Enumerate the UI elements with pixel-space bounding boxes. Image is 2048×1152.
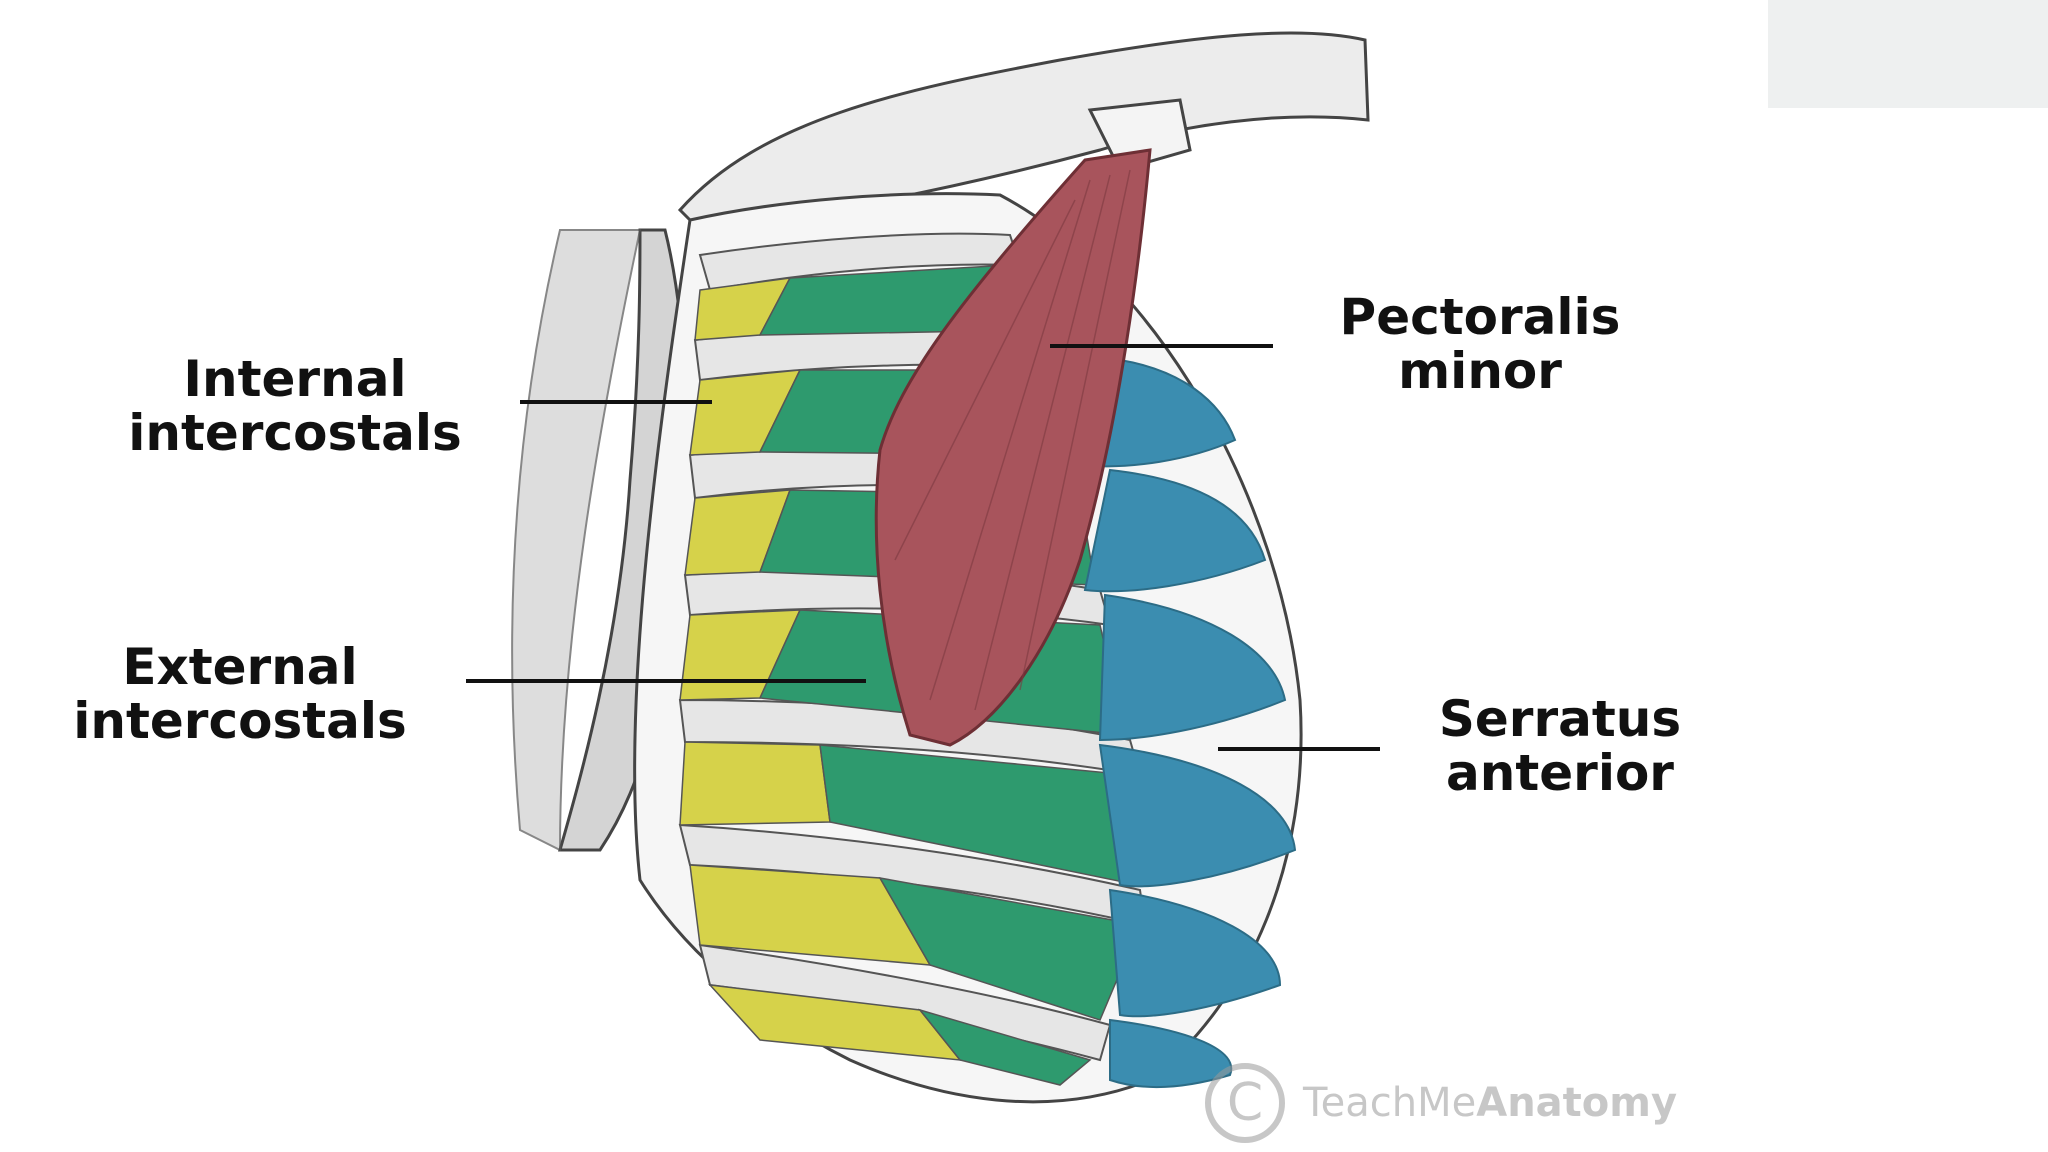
label-internal-intercostals: Internal intercostals	[128, 350, 462, 462]
copyright-icon: C	[1205, 1063, 1285, 1143]
pectoralis-fibers	[894, 169, 1131, 711]
pectoralis-minor-muscle	[874, 148, 1152, 747]
watermark-brand: TeachMeAnatomy	[1303, 1080, 1678, 1126]
teachmeanatomy-watermark: C TeachMeAnatomy	[1205, 1063, 1678, 1143]
clavicle	[677, 31, 1370, 232]
internal-intercostals-muscle	[679, 277, 962, 1061]
ribs	[678, 232, 1147, 1062]
coracoid-process	[1087, 98, 1192, 172]
label-external-intercostals: External intercostals	[73, 638, 407, 750]
corner-panel	[1768, 0, 2048, 108]
label-pectoralis-minor: Pectoralis minor	[1339, 288, 1621, 400]
label-serratus-anterior: Serratus anterior	[1438, 690, 1682, 802]
